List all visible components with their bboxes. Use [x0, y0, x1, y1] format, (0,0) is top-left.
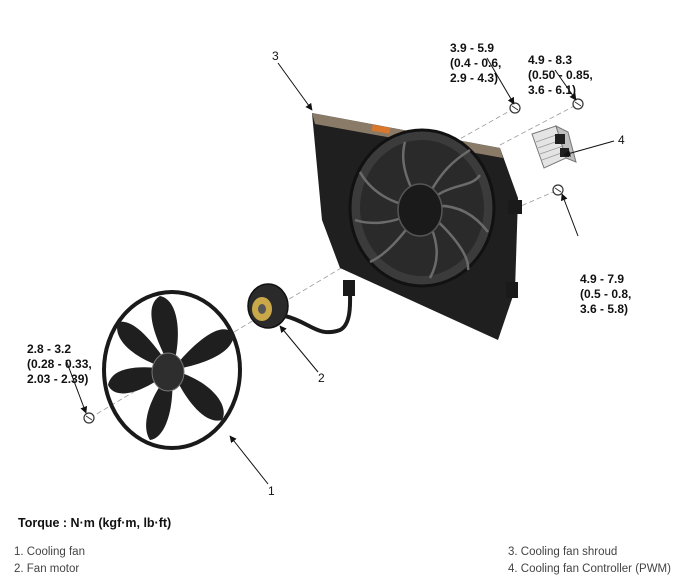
callout-number-2: 2 — [318, 371, 325, 385]
parts-legend-left: 1. Cooling fan 2. Fan motor — [14, 544, 85, 578]
cooling-fan — [102, 290, 242, 450]
callout-number-3: 3 — [272, 49, 279, 63]
cooling-fan-shroud — [312, 113, 522, 340]
shroud-bolt-icon — [509, 102, 521, 114]
legend-item: 4. Cooling fan Controller (PWM) — [508, 563, 671, 575]
fan-controller-pwm — [531, 125, 577, 169]
callout-number-4: 4 — [618, 133, 625, 147]
callout-number-1: 1 — [268, 484, 275, 498]
torque-spec-shroud-bolt: 3.9 - 5.9(0.4 - 0.6,2.9 - 4.3) — [450, 41, 502, 85]
controller-lower-bolt-icon — [552, 184, 564, 196]
leader-lines — [65, 57, 615, 485]
legend-item: 3. Cooling fan shroud — [508, 546, 618, 558]
torque-unit-title: Torque : N·m (kgf·m, lb·ft) — [18, 516, 172, 530]
legend-item: 2. Fan motor — [14, 563, 80, 575]
fan-bolt-icon — [83, 412, 95, 424]
legend-item: 1. Cooling fan — [14, 546, 85, 558]
fan-motor — [247, 280, 355, 335]
parts-legend-right: 3. Cooling fan shroud 4. Cooling fan Con… — [508, 544, 671, 578]
torque-spec-controller-upper-bolt: 4.9 - 8.3(0.50 - 0.85,3.6 - 6.1) — [528, 53, 593, 97]
torque-spec-fan-bolt: 2.8 - 3.2(0.28 - 0.33,2.03 - 2.39) — [27, 342, 92, 386]
exploded-view-diagram — [65, 57, 615, 485]
torque-spec-controller-lower-bolt: 4.9 - 7.9(0.5 - 0.8,3.6 - 5.8) — [580, 272, 632, 316]
controller-upper-bolt-icon — [572, 98, 584, 110]
